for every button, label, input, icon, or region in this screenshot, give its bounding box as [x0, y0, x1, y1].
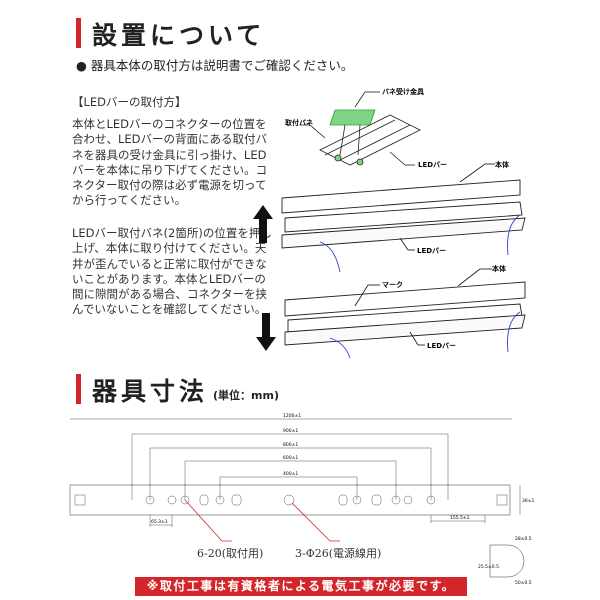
section-title-dimensions: 器具寸法	[92, 377, 209, 406]
callout-mount-holes: 6-20(取付用)	[197, 547, 264, 560]
instruction-paragraph-2: LEDバー取付バネ(2箇所)の位置を押し上げ、本体に取り付けてください。天井が歪…	[72, 226, 272, 317]
label-body-1: 本体	[494, 160, 510, 169]
section-accent-bar-2	[76, 374, 81, 404]
fixture-upper	[281, 163, 526, 273]
label-mark: マーク	[382, 280, 403, 289]
dim-600: 600±1	[283, 455, 298, 461]
label-body-2: 本体	[491, 264, 507, 273]
dim-height: 36±1	[522, 498, 534, 504]
label-spring: 取付バネ	[285, 118, 313, 127]
section-accent-bar	[76, 18, 81, 48]
section-title-installation: 設置について	[92, 21, 266, 50]
callout-power-holes: 3-Φ26(電源線用)	[295, 547, 382, 560]
instruction-paragraph-1: 本体とLEDバーのコネクターの位置を合わせ、LEDバーの背面にある取付バネを器具…	[72, 117, 268, 208]
dim-total: 1200±1	[283, 413, 301, 419]
fixture-lower	[284, 268, 526, 359]
dim-profile-bottom: 50±0.5	[515, 580, 532, 586]
dim-profile-side: 25.5±0.5	[478, 564, 499, 570]
installation-illustration: バネ受け金具 取付バネ LEDバー 本体 LEDバー 本体 マーク LEDバー	[281, 87, 526, 359]
warning-banner: ※取付工事は有資格者による電気工事が必要です。	[135, 577, 467, 596]
bracket-detail	[300, 91, 421, 166]
label-led-bar-2: LEDバー	[417, 247, 446, 255]
label-led-bar-3: LEDバー	[427, 342, 456, 350]
dim-right-offset: 155.5±1	[450, 515, 470, 521]
label-led-bar-1: LEDバー	[418, 161, 447, 169]
dim-400: 400±1	[283, 471, 298, 477]
dim-left-offset: 65.3±1	[151, 519, 168, 525]
arrow-up-icon	[253, 205, 273, 243]
installation-note: ● 器具本体の取付方は説明書でご確認ください。	[76, 58, 354, 73]
dim-800: 800±1	[283, 442, 298, 448]
label-spring-bracket: バネ受け金具	[382, 87, 424, 96]
dim-profile-top: 28±0.5	[515, 536, 532, 542]
dim-900: 900±1	[283, 428, 298, 434]
unit-label: (単位：mm)	[213, 389, 279, 402]
subheading-led-bar: 【LEDバーの取付方】	[72, 95, 187, 109]
arrow-down-icon	[256, 313, 276, 351]
